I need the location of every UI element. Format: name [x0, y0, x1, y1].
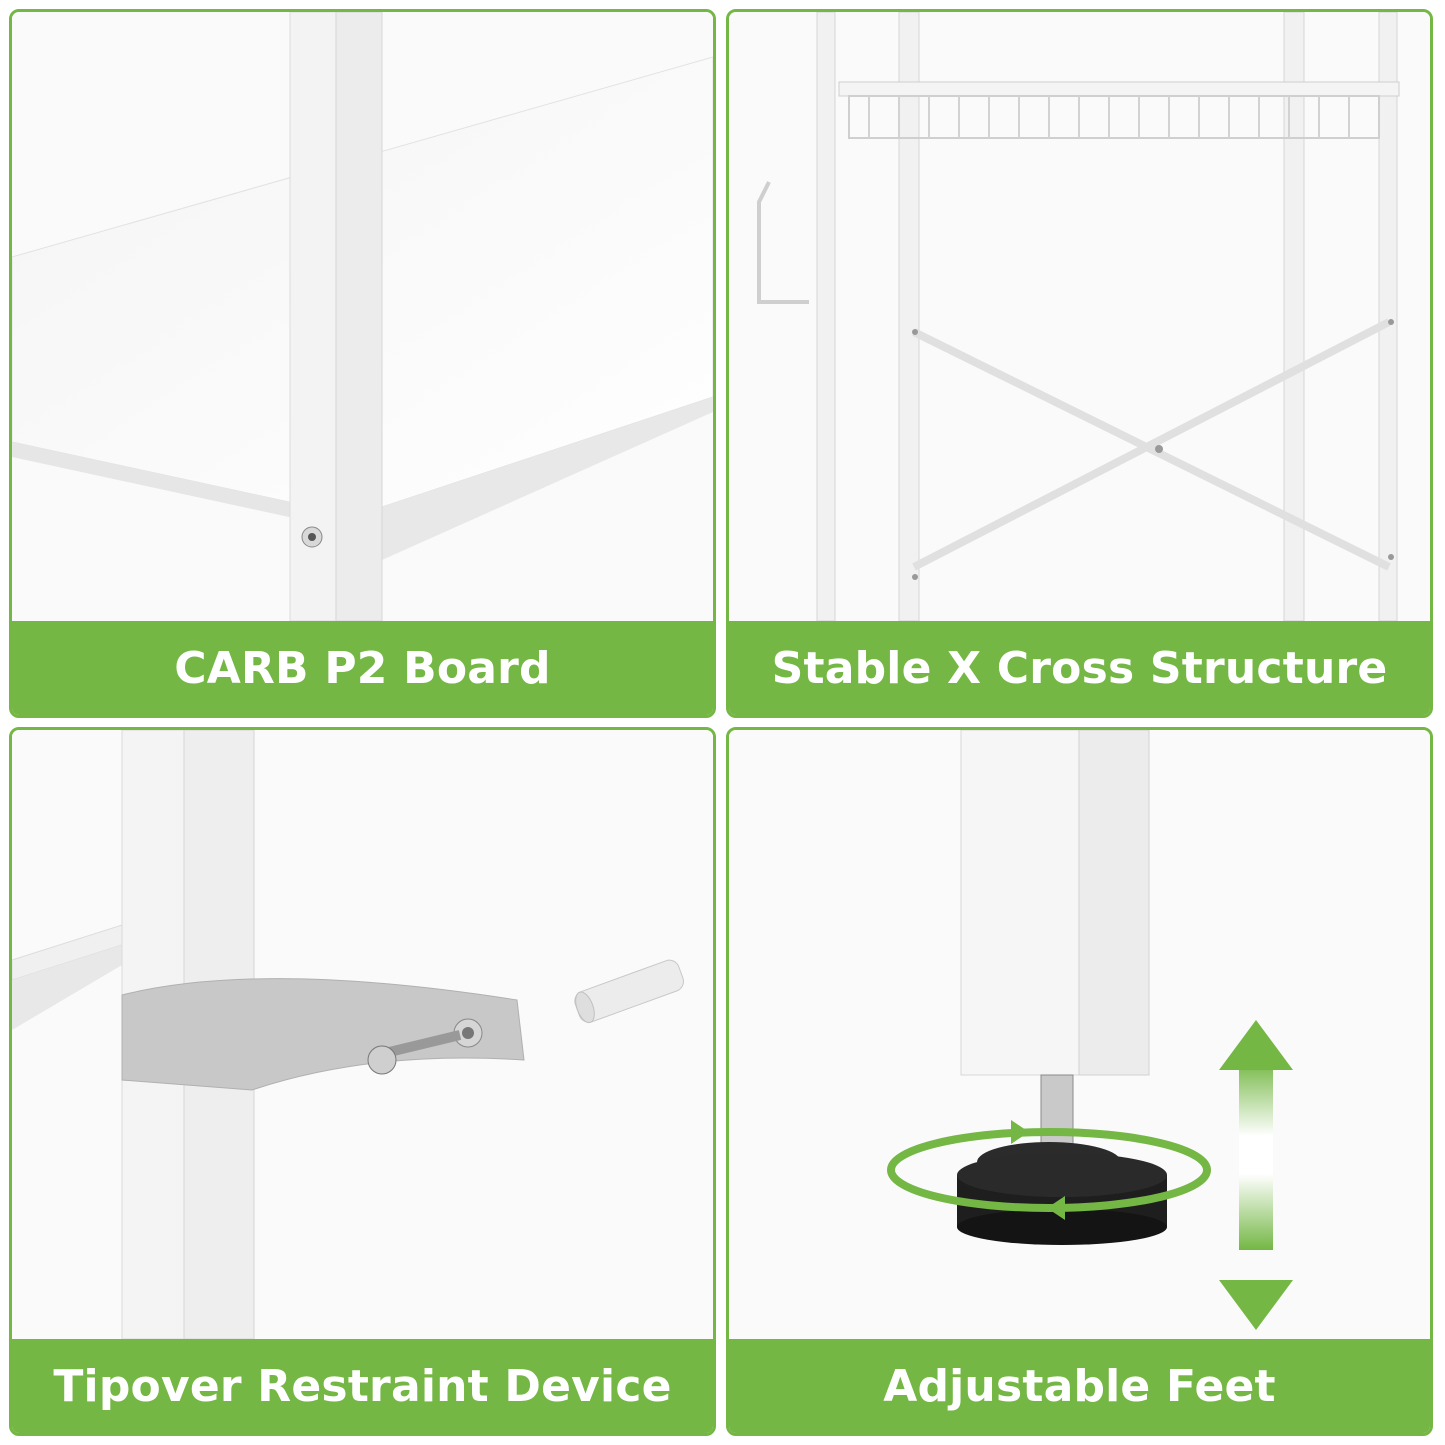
panel-tipover-restraint: Tipover Restraint Device: [9, 727, 716, 1436]
caption-label: Tipover Restraint Device: [12, 1339, 713, 1433]
restraint-strap-photo: [12, 730, 713, 1339]
x-cross-frame-photo: [729, 12, 1430, 621]
caption-label: CARB P2 Board: [12, 621, 713, 715]
caption-label: Adjustable Feet: [729, 1339, 1430, 1433]
panel-adjustable-feet: Adjustable Feet: [726, 727, 1433, 1436]
panel-carb-board: CARB P2 Board: [9, 9, 716, 718]
shelf-board-photo: [12, 12, 713, 621]
panel-x-cross: Stable X Cross Structure: [726, 9, 1433, 718]
caption-label: Stable X Cross Structure: [729, 621, 1430, 715]
adjustable-foot-photo: [729, 730, 1430, 1339]
